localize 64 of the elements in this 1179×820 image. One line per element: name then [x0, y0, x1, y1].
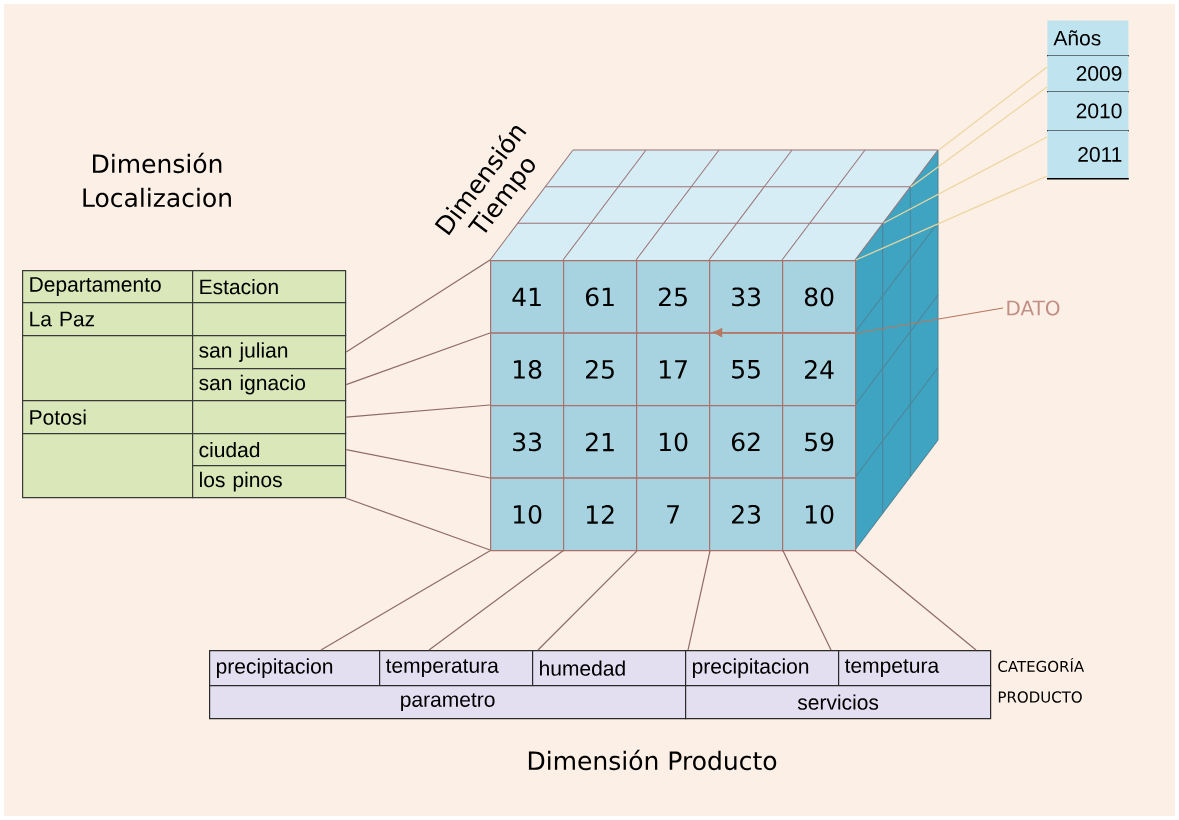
cube-cell: 33 [490, 405, 565, 479]
leader-line [345, 404, 491, 418]
cube-cell: 25 [563, 332, 638, 407]
cube-cell: 12 [563, 477, 638, 552]
callout-label: DATO [1007, 300, 1060, 316]
leader-line [883, 136, 1048, 224]
cube-cell: 33 [709, 260, 784, 334]
dimension-title: Dimensión Localizacion [83, 152, 231, 208]
cube-cell: 61 [563, 260, 638, 334]
row-label: PRODUCTO [998, 691, 1082, 703]
table-cell: san julian [192, 335, 347, 370]
table-cell: san ignacio [192, 368, 347, 402]
table-cell: precipitacion [209, 650, 381, 687]
table-cell: ciudad [192, 433, 347, 467]
leader-line [320, 550, 491, 651]
cube-cell: 17 [636, 332, 711, 407]
leader-line [345, 449, 491, 479]
cube-cell: 21 [563, 405, 638, 479]
table-cell: servicios [685, 685, 992, 720]
table-cell: tempetura [838, 650, 992, 687]
table-cell: humedad [532, 650, 687, 687]
node-label: 2009 [1076, 65, 1122, 81]
leader-line [428, 550, 564, 651]
table-cell: Departamento [22, 270, 194, 304]
cube-cell: 18 [490, 332, 565, 407]
leader-line [345, 497, 491, 551]
row-label: CATEGORÍA [998, 657, 1085, 673]
table-cell: Años [1046, 20, 1130, 57]
leader-line [855, 175, 1048, 261]
arrow [711, 307, 1004, 338]
leader-line [910, 86, 1048, 188]
leader-line [854, 550, 977, 651]
leader-line [345, 332, 491, 386]
cube-cell: 10 [782, 477, 857, 552]
cube-cell: 55 [709, 332, 784, 407]
table-cell: los pinos [192, 465, 347, 499]
cube-cell: 25 [636, 260, 711, 334]
node-label: 2010 [1076, 103, 1122, 119]
table-cell: temperatura [379, 650, 534, 687]
table-cell: Potosi [22, 400, 194, 435]
table-cell: 2009 [1046, 55, 1130, 93]
cube-cell: 23 [709, 477, 784, 552]
leader-line [345, 259, 491, 353]
leader-line [782, 550, 832, 651]
table-cell: 2010 [1046, 91, 1130, 132]
cube-cell: 10 [636, 405, 711, 479]
cube-cell: 59 [782, 405, 857, 479]
leader-line [938, 66, 1048, 151]
leader-line [537, 550, 638, 651]
cube-cell: 41 [490, 260, 565, 334]
leader-line [687, 550, 711, 651]
table-cell [192, 302, 347, 337]
cube-cell: 62 [709, 405, 784, 479]
table-cell [192, 400, 347, 435]
cube-cell: 10 [490, 477, 565, 552]
cube-cell: 24 [782, 332, 857, 407]
cube-cell: 80 [782, 260, 857, 334]
table-cell: 2011 [1046, 130, 1130, 180]
table-cell: precipitacion [685, 650, 840, 687]
table-cell: Estacion [192, 270, 347, 304]
node-label: 2011 [1078, 146, 1122, 162]
table-cell: La Paz [22, 302, 194, 337]
cube-cell: 7 [636, 477, 711, 552]
dimension-title: Dimensión Producto [528, 749, 777, 771]
